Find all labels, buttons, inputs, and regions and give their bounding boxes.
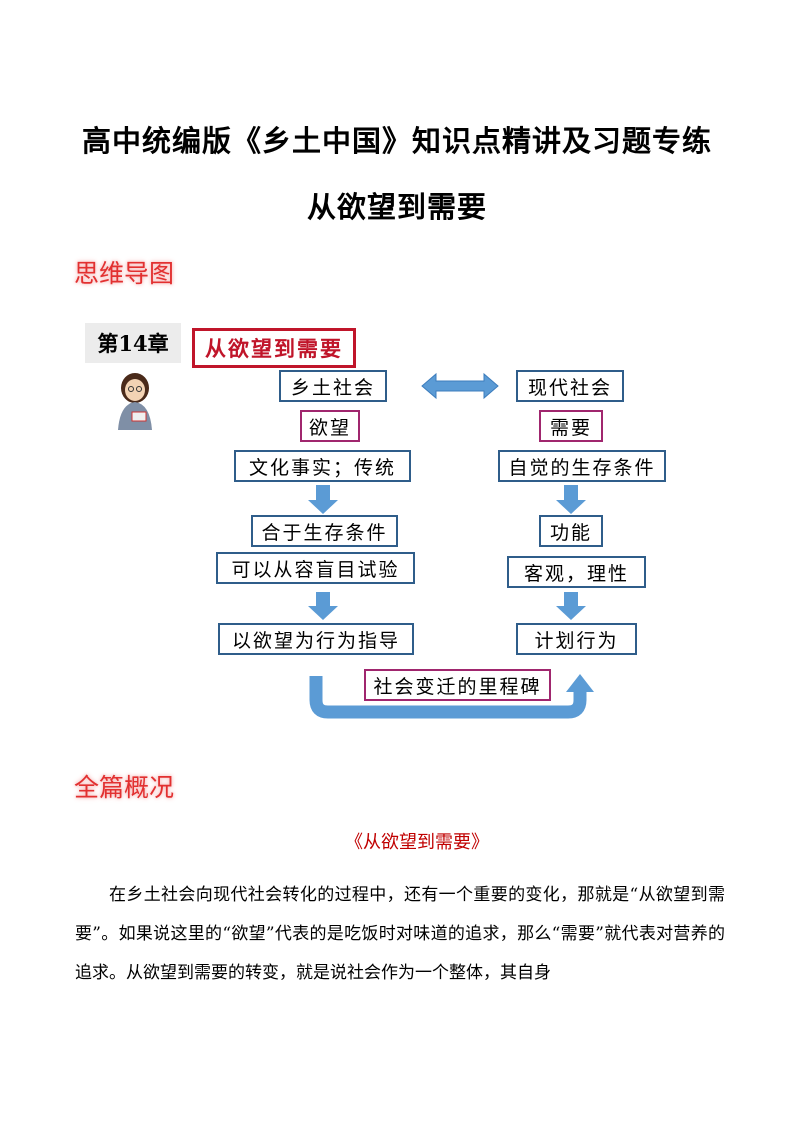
box-rural-society: 乡土社会 — [279, 370, 387, 402]
box-objective-rational: 客观，理性 — [507, 556, 646, 588]
box-desire: 欲望 — [300, 410, 360, 442]
box-planned-action: 计划行为 — [516, 623, 637, 655]
mindmap-connectors — [308, 372, 594, 719]
section-heading-mindmap: 思维导图 — [74, 259, 175, 288]
u-arrow-icon — [309, 676, 587, 719]
box-milestone: 社会变迁的里程碑 — [364, 669, 551, 701]
overview-book-title: 《从欲望到需要》 — [345, 832, 489, 853]
down-arrow-icon — [556, 592, 586, 620]
box-need: 需要 — [539, 410, 603, 442]
down-arrow-icon — [308, 592, 338, 620]
document-title: 高中统编版《乡土中国》知识点精讲及习题专练 — [81, 124, 712, 158]
box-conscious-conditions: 自觉的生存条件 — [498, 450, 666, 482]
chapter-label: 第14章 — [85, 323, 181, 363]
section-heading-overview: 全篇概况 — [74, 773, 175, 802]
overview-paragraph: 在乡土社会向现代社会转化的过程中，还有一个重要的变化，那就是“从欲望到需要”。如… — [75, 885, 725, 983]
box-desire-guide: 以欲望为行为指导 — [218, 623, 414, 655]
document-subtitle: 从欲望到需要 — [306, 190, 487, 224]
box-blind-trial: 可以从容盲目试验 — [216, 552, 415, 584]
box-function: 功能 — [539, 515, 603, 547]
box-cultural-fact: 文化事实；传统 — [234, 450, 411, 482]
teacher-avatar-icon — [118, 373, 152, 430]
box-modern-society: 现代社会 — [516, 370, 624, 402]
double-arrow-icon — [421, 372, 499, 400]
topic-label: 从欲望到需要 — [192, 328, 356, 368]
down-arrow-icon — [556, 485, 586, 514]
down-arrow-icon — [308, 485, 338, 514]
box-fit-survival: 合于生存条件 — [251, 515, 398, 547]
